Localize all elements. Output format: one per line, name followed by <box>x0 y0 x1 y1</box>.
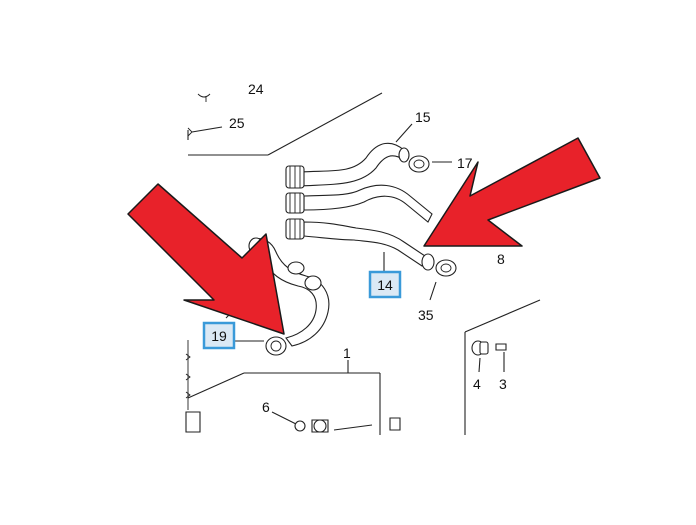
part-labels: 15 17 8 35 1 4 3 6 <box>262 109 507 415</box>
part-label-35: 35 <box>418 307 434 323</box>
leader-lines <box>225 123 452 373</box>
part-label-4: 4 <box>473 376 481 392</box>
right-fittings <box>471 340 507 373</box>
callout-14[interactable]: 14 <box>368 270 402 299</box>
red-arrow-left <box>127 183 285 335</box>
section-lines <box>187 92 541 435</box>
part-24-sketch: 24 <box>197 81 264 102</box>
part-label-24: 24 <box>248 81 264 97</box>
hose-assembly-upper <box>285 142 457 277</box>
part-label-3: 3 <box>499 376 507 392</box>
red-arrow-right <box>423 137 601 247</box>
part-label-1: 1 <box>343 345 351 361</box>
bottom-fittings <box>185 340 401 433</box>
callout-label-19: 19 <box>211 328 227 344</box>
callout-label-14: 14 <box>377 277 393 293</box>
part-25: 25 <box>187 115 245 137</box>
callout-19[interactable]: 19 <box>202 321 236 350</box>
part-label-25: 25 <box>229 115 245 131</box>
part-label-8: 8 <box>497 251 505 267</box>
part-label-15: 15 <box>415 109 431 125</box>
part-label-6: 6 <box>262 399 270 415</box>
part-label-17: 17 <box>457 155 473 171</box>
